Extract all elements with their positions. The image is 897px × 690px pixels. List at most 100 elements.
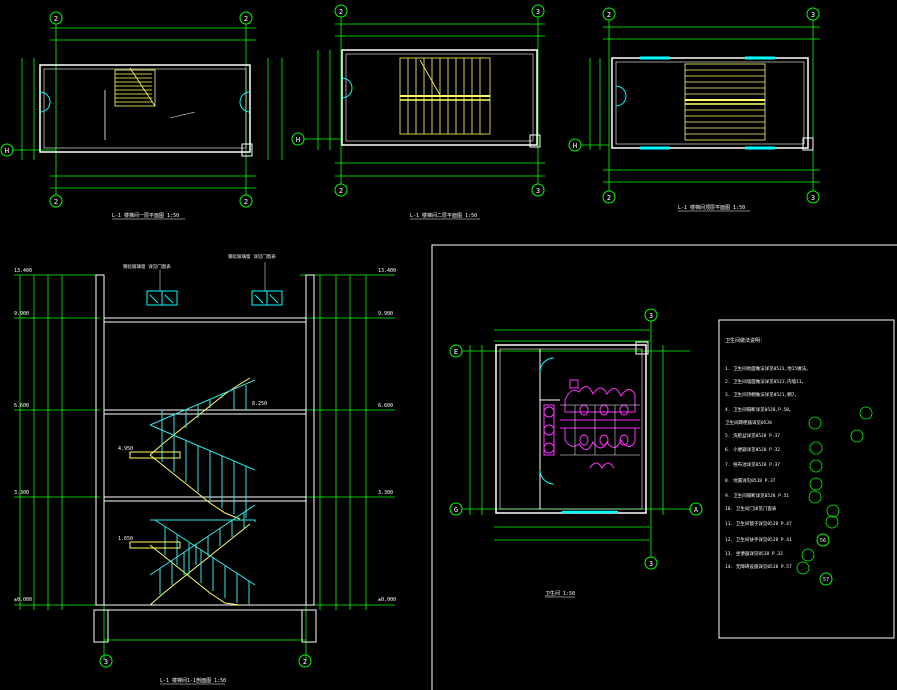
stair-plan-level-1: 2 2 2 2 H L-1 楼梯: [0, 11, 283, 220]
note-line: 12. 卫生间扶手详见05J8 P.41: [725, 536, 792, 543]
note-line: 6. 小便器详见05J8 P.32: [725, 446, 780, 453]
stair-icon: [684, 63, 766, 141]
door-icon: [39, 91, 51, 113]
axis-bubble: 2: [239, 11, 253, 25]
plan2-title: L-1 楼梯间二层平面图 1:50: [410, 212, 477, 219]
axis-bubble: 2: [49, 194, 63, 208]
svg-text:G: G: [454, 506, 458, 514]
svg-text:H: H: [573, 142, 577, 150]
toilet-title: 卫生间 1:50: [545, 590, 575, 597]
plan3-title: L-1 楼梯间顶层平面图 1:50: [678, 204, 745, 211]
axis-bubble: 2: [334, 4, 348, 18]
section-title: L-1 楼梯间1-1剖面图 1:50: [160, 677, 226, 684]
axis-bubble: 3: [806, 190, 820, 204]
axis-bubble: G: [449, 502, 463, 516]
svg-text:A: A: [694, 506, 699, 514]
note-line: 10. 卫生间门详见门窗表: [725, 505, 777, 512]
sheet-frame: [431, 244, 897, 690]
stair-flight: 1.650 4.950 8.250: [118, 377, 267, 606]
note-line: 8. 地漏详见05J8 P.37: [725, 477, 776, 484]
svg-text:3: 3: [811, 11, 815, 19]
axis-bubble: 2: [49, 11, 63, 25]
notes-panel: 卫生间做法说明： 1. 卫生间地面做法详见05J1,地15做法。 2. 卫生间墙面…: [718, 319, 895, 639]
svg-text:2: 2: [607, 11, 611, 19]
axis-bubble: 3: [99, 654, 113, 668]
svg-text:2: 2: [244, 15, 248, 23]
note-line: 1. 卫生间地面做法详见05J1,地15做法。: [725, 365, 811, 372]
svg-text:2: 2: [244, 198, 248, 206]
stair-plan-level-2: 2 3 2 3 H L-1 楼梯间二层平面图 1:50: [291, 4, 545, 220]
note-line: 卫生间蹲便器详见05J8: [725, 419, 772, 426]
door-icon: [615, 85, 627, 107]
svg-text:3: 3: [811, 194, 815, 202]
axis-bubble: 2: [334, 183, 348, 197]
notes-title: 卫生间做法说明：: [725, 337, 765, 344]
axis-bubble: 3: [644, 556, 658, 570]
note-line: 5. 洗脸盆详见05J8 P.37: [725, 432, 780, 439]
svg-text:2: 2: [54, 15, 58, 23]
svg-text:1.650: 1.650: [118, 536, 133, 542]
axis-bubble: H: [0, 143, 14, 157]
svg-text:H: H: [296, 136, 300, 144]
toilet-fixture-icon: [543, 379, 640, 469]
svg-text:3: 3: [536, 8, 540, 16]
svg-text:57: 57: [823, 577, 829, 583]
svg-text:4.950: 4.950: [118, 446, 133, 452]
axis-bubble: 3: [644, 308, 658, 322]
axis-bubble: H: [291, 132, 305, 146]
note-line: 4. 卫生间隔断详见05J8,P.50。: [725, 406, 794, 413]
note-line: 11. 卫生间镜子详见05J8 P.47: [725, 520, 792, 527]
axis-bubble: 2: [239, 194, 253, 208]
toilet-plan: 3 3 E G A: [449, 308, 703, 598]
svg-text:H: H: [5, 147, 9, 155]
axis-bubble: E: [449, 344, 463, 358]
axis-bubble: 2: [602, 7, 616, 21]
stair-plan-top-level: 2 3 2 3 H L-1 楼梯间顶层平面图: [568, 7, 820, 212]
axis-bubble: A: [689, 502, 703, 516]
svg-text:±0.000: ±0.000: [14, 597, 32, 603]
svg-text:56: 56: [820, 538, 826, 544]
axis-bubble: 3: [531, 4, 545, 18]
window-icon: [146, 290, 178, 306]
svg-text:E: E: [454, 348, 458, 356]
svg-text:13.400: 13.400: [378, 268, 396, 274]
svg-text:2: 2: [339, 187, 343, 195]
door-icon: [539, 357, 555, 485]
note-line: 7. 拖布池详见05J8 P.37: [725, 461, 780, 468]
svg-text:2: 2: [339, 8, 343, 16]
plan1-title: L-1 楼梯间一层平面图 1:50: [112, 212, 179, 219]
svg-text:8.250: 8.250: [252, 401, 267, 407]
svg-text:2: 2: [54, 198, 58, 206]
svg-text:3.300: 3.300: [14, 490, 29, 496]
note-line: 3. 卫生间顶棚做法详见05J1,棚7。: [725, 391, 799, 398]
svg-text:2: 2: [607, 194, 611, 202]
axis-bubble: 3: [531, 183, 545, 197]
door-icon: [341, 77, 353, 99]
svg-text:3.300: 3.300: [378, 490, 393, 496]
axis-bubble: 2: [602, 190, 616, 204]
axis-bubble: 2: [298, 654, 312, 668]
svg-text:13.400: 13.400: [14, 268, 32, 274]
axis-bubble: H: [568, 138, 582, 152]
svg-text:±0.000: ±0.000: [378, 597, 396, 603]
svg-text:2: 2: [303, 658, 307, 666]
note-line: 9. 卫生间隔断详见05J8 P.51: [725, 492, 789, 499]
window-icon: [251, 290, 283, 306]
svg-text:3: 3: [649, 560, 653, 568]
detail-tag: 57: [819, 572, 833, 586]
svg-text:6.600: 6.600: [14, 403, 29, 409]
svg-text:3: 3: [649, 312, 653, 320]
stair-icon: [114, 67, 156, 107]
svg-text:3: 3: [104, 658, 108, 666]
svg-text:9.900: 9.900: [378, 311, 393, 317]
stair-section: ±0.000 3.300 6.600 9.900 13.400 ±0.000 3…: [14, 253, 396, 685]
note-line: 13. 坐便器详见05J8 P.32: [725, 550, 783, 557]
svg-text:钢化玻璃窗 详见门窗表: 钢化玻璃窗 详见门窗表: [123, 263, 171, 270]
note-line: 2. 卫生间墙面做法详见05J1,内墙11。: [725, 378, 806, 385]
svg-text:钢化玻璃窗 详见门窗表: 钢化玻璃窗 详见门窗表: [228, 253, 276, 260]
detail-tag: 56: [816, 533, 830, 547]
stair-icon: [399, 57, 491, 135]
svg-text:9.900: 9.900: [14, 311, 29, 317]
svg-text:6.600: 6.600: [378, 403, 393, 409]
